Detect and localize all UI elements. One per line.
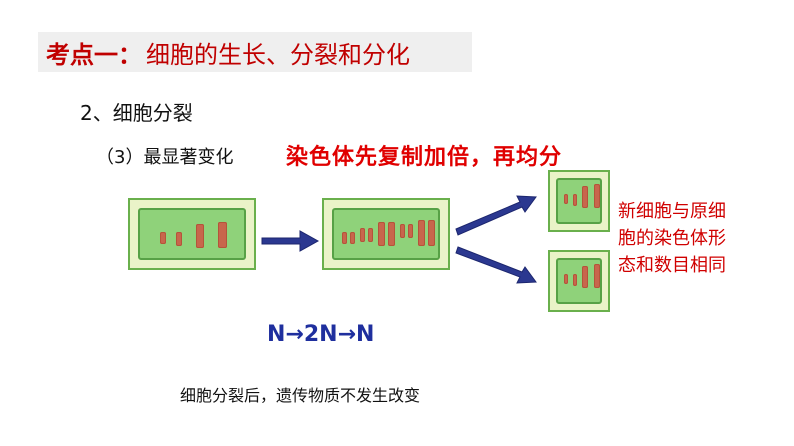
daughter-cell-bottom <box>548 250 610 312</box>
chromosome <box>378 222 385 246</box>
chromosome <box>342 232 347 244</box>
title-text: 细胞的生长、分裂和分化 <box>146 40 410 69</box>
chromosome <box>582 186 588 208</box>
title-key: 考点一： <box>46 40 142 69</box>
chromosome <box>428 220 435 246</box>
chromosome <box>176 232 182 246</box>
chromosome <box>400 224 405 238</box>
chromosome <box>564 194 568 204</box>
point-label: （3）最显著变化 <box>96 147 234 168</box>
chromosome <box>196 224 204 248</box>
cell-nucleus-area <box>332 208 440 260</box>
original-cell <box>128 198 256 270</box>
section-heading: 2、细胞分裂 <box>80 101 193 125</box>
title-bar: 考点一： 细胞的生长、分裂和分化 <box>38 32 472 72</box>
chromosome <box>160 232 166 244</box>
chromosome <box>564 274 568 284</box>
chromosome <box>418 220 425 246</box>
chromosome <box>594 184 600 208</box>
chromosome <box>408 224 413 238</box>
arrow-down-right-icon <box>455 246 537 284</box>
chromosome <box>573 194 577 206</box>
chromosome <box>594 264 600 288</box>
daughter-cell-top <box>548 170 610 232</box>
side-note: 新细胞与原细胞的染色体形态和数目相同 <box>618 201 726 276</box>
key-highlight: 染色体先复制加倍，再均分 <box>286 145 563 170</box>
duplicated-cell <box>322 198 450 270</box>
arrow-right-icon <box>261 230 320 252</box>
arrow-up-right-icon <box>455 195 537 236</box>
chromosome <box>573 274 577 286</box>
cell-nucleus-area <box>138 208 246 260</box>
chromosome <box>582 266 588 288</box>
chromosome <box>368 228 373 242</box>
chromosome <box>388 222 395 246</box>
cell-nucleus-area <box>556 178 602 224</box>
chromosome <box>360 228 365 242</box>
chromosome <box>350 232 355 244</box>
conclusion-text: 细胞分裂后，遗传物质不发生改变 <box>180 386 421 405</box>
cell-nucleus-area <box>556 258 602 304</box>
chromosome-formula: N→2N→N <box>267 322 375 347</box>
chromosome <box>218 222 227 248</box>
